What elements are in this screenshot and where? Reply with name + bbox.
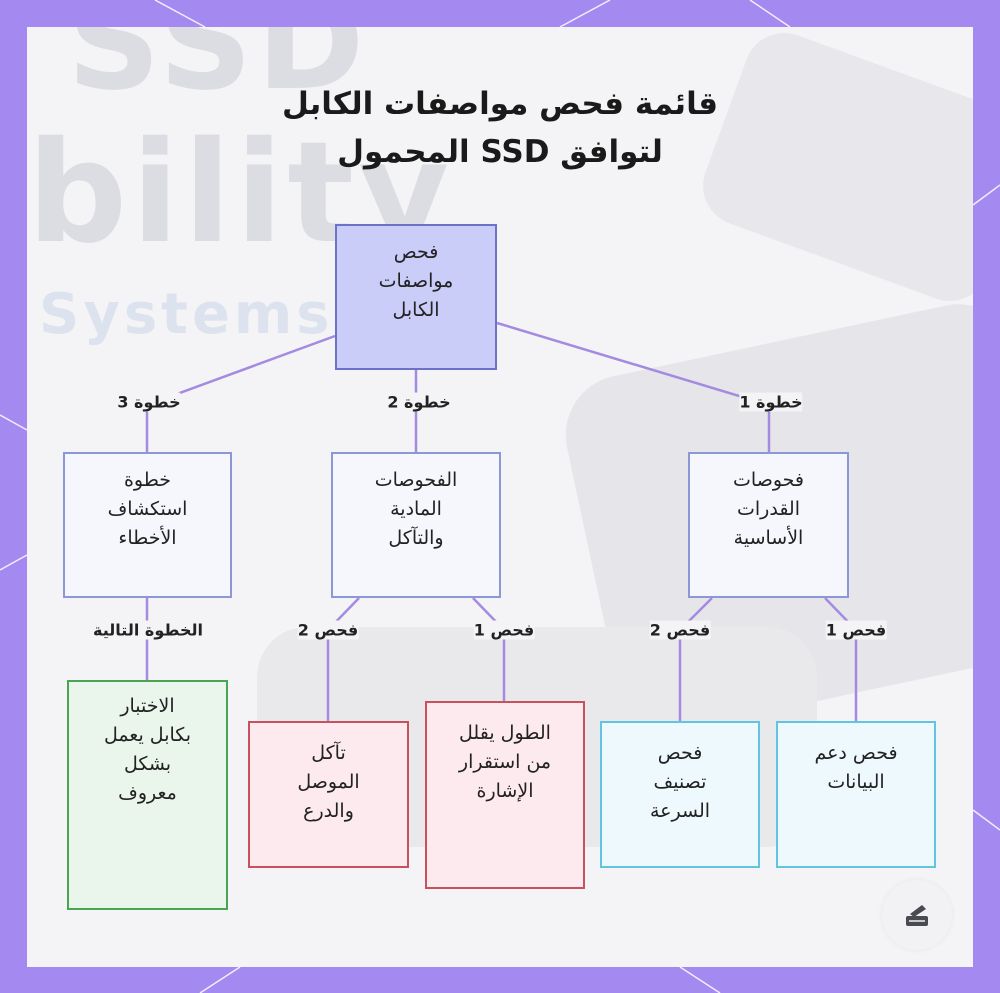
node-test-known-good-cable: الاختبار بكابل يعمل بشكل معروف: [67, 680, 228, 910]
edge-label-step1: خطوة 1: [739, 392, 803, 412]
edit-button[interactable]: [882, 880, 952, 950]
node-connector-shield-wear: تآكل الموصل والدرع: [248, 721, 409, 868]
pen-icon: [906, 905, 928, 926]
node-text: بكابل يعمل: [103, 724, 192, 746]
node-text: مواصفات: [378, 270, 454, 292]
watermark-text: Systems: [39, 282, 334, 347]
diagram-title: قائمة فحص مواصفات الكابل لتوافق SSD المح…: [200, 80, 800, 176]
node-physical-wear-checks: الفحوصات المادية والتآكل: [331, 452, 501, 598]
node-text: الأساسية: [733, 527, 804, 549]
node-text: القدرات: [737, 498, 800, 520]
title-line: لتوافق SSD المحمول: [337, 134, 663, 170]
node-text: فحوصات: [733, 469, 804, 491]
edge-label-physical-check2: فحص 2: [297, 620, 359, 640]
node-text: بشكل: [123, 753, 172, 775]
node-data-support-check: فحص دعم البيانات: [776, 721, 936, 868]
node-cable-spec-check: فحص مواصفات الكابل: [335, 224, 497, 370]
title-line: قائمة فحص مواصفات الكابل: [281, 86, 719, 122]
edge-physical-length: [472, 597, 506, 701]
edge-physical-wear: [326, 597, 360, 721]
node-text: الفحوصات: [374, 469, 458, 491]
node-text: والتآكل: [388, 527, 444, 549]
node-text: تصنيف: [653, 771, 707, 793]
node-text: من استقرار: [458, 751, 552, 773]
node-text: استكشاف: [107, 498, 188, 520]
node-text: البيانات: [827, 771, 885, 793]
node-speed-rating-check: فحص تصنيف السرعة: [600, 721, 760, 868]
node-text: السرعة: [649, 800, 711, 822]
node-troubleshooting-step: خطوة استكشاف الأخطاء: [63, 452, 232, 598]
node-text: الكابل: [392, 299, 440, 321]
node-text: الإشارة: [476, 780, 534, 802]
node-text: معروف: [118, 782, 177, 804]
node-length-signal-stability: الطول يقلل من استقرار الإشارة: [425, 701, 585, 889]
edge-label-next-step: الخطوة التالية: [93, 620, 203, 640]
edge-label-basic-check1: فحص 1: [825, 620, 887, 640]
node-text: تآكل: [311, 742, 346, 764]
edge-basic-data: [824, 597, 858, 721]
edge-label-step2: خطوة 2: [387, 392, 451, 412]
node-text: خطوة: [123, 469, 172, 491]
node-basic-capability-checks: فحوصات القدرات الأساسية: [688, 452, 849, 598]
node-text: الموصل: [297, 771, 360, 793]
edge-label-step3: خطوة 3: [117, 392, 181, 412]
edge-basic-speed: [678, 597, 713, 721]
node-text: فحص: [393, 241, 439, 263]
node-text: فحص دعم: [814, 742, 898, 764]
edge-label-basic-check2: فحص 2: [649, 620, 711, 640]
node-text: الأخطاء: [118, 527, 177, 549]
edge-label-physical-check1: فحص 1: [473, 620, 535, 640]
node-text: والدرع: [303, 800, 354, 822]
watermark-text: SSD: [67, 27, 369, 119]
node-text: الطول يقلل: [459, 722, 551, 744]
edge-root-basic: [496, 321, 771, 452]
node-text: الاختبار: [120, 695, 175, 717]
node-text: المادية: [390, 498, 442, 520]
node-text: فحص: [657, 742, 703, 764]
